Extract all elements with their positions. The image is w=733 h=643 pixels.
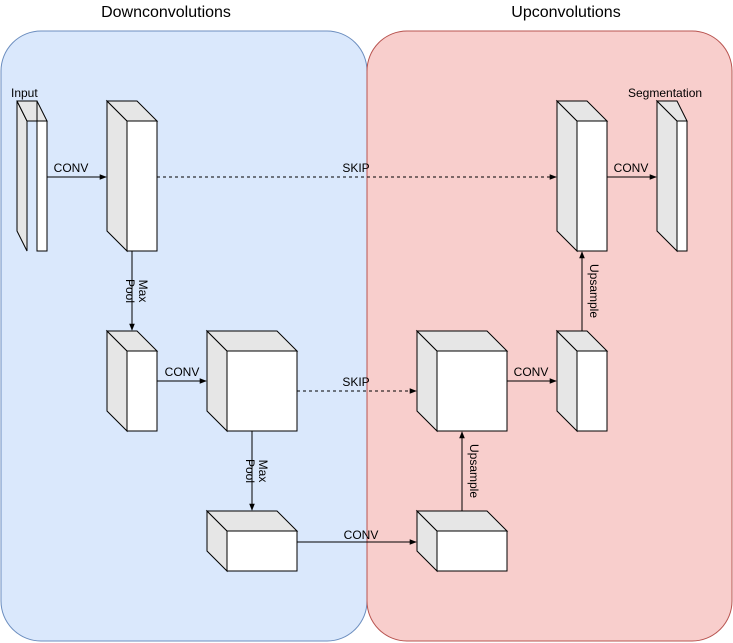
conv2-block: [205, 329, 299, 433]
upsample-label-1: Upsample: [587, 264, 601, 318]
downconvolutions-title: Downconvolutions: [101, 4, 231, 21]
bottleneck-block: [415, 509, 509, 573]
upconvolutions-title: Upconvolutions: [511, 4, 620, 21]
conv-label-level2: CONV: [165, 365, 200, 379]
pool2-block: [205, 509, 299, 573]
skip-label-middle: SKIP: [342, 375, 369, 389]
input-block: [16, 100, 48, 252]
conv1-block: [105, 99, 159, 253]
upconvolutions-panel: [366, 30, 733, 642]
segmentation-block: [655, 99, 688, 253]
segmentation-label: Segmentation: [628, 86, 702, 100]
conv-label-input: CONV: [54, 161, 89, 175]
input-label: Input: [11, 86, 38, 100]
pool1-block: [105, 329, 159, 433]
conv-label-bottom: CONV: [344, 528, 379, 542]
upconv2-block: [555, 329, 609, 433]
maxpool-label-1: Max Pool: [123, 279, 150, 303]
skip-label-top: SKIP: [342, 161, 369, 175]
conv-label-up2: CONV: [514, 365, 549, 379]
upsample-label-2: Upsample: [467, 444, 481, 498]
maxpool-label-2: Max Pool: [243, 459, 270, 483]
svg-text:Pool: Pool: [123, 279, 137, 303]
upsample1-block: [555, 99, 609, 253]
svg-text:Max: Max: [136, 280, 150, 303]
conv-label-segmentation: CONV: [614, 161, 649, 175]
svg-text:Upsample: Upsample: [587, 264, 601, 318]
svg-text:Pool: Pool: [243, 459, 257, 483]
svg-text:Upsample: Upsample: [467, 444, 481, 498]
svg-text:Max: Max: [256, 460, 270, 483]
upsample2-block: [415, 329, 509, 433]
downconvolutions-panel: [0, 30, 368, 642]
